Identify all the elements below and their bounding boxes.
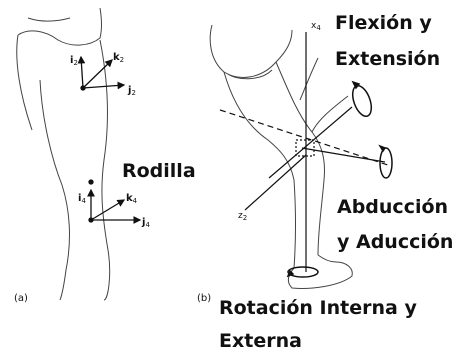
flexion-rotation-ellipse: [349, 82, 375, 119]
leg-outline-a: [17, 8, 110, 300]
rotation-label-line2: Externa: [219, 330, 302, 352]
internal-rotation-ellipse: [288, 267, 318, 277]
flexion-label-line2: Extensión: [335, 48, 440, 70]
knee-i-axis-label: i4: [78, 188, 86, 205]
panel-b-label: (b): [197, 293, 211, 304]
hip-k-axis-label: k2: [113, 47, 124, 64]
knee-j-axis-label: j4: [142, 212, 150, 229]
leg-outline-b: [210, 25, 352, 289]
x4-axis-label: x4: [311, 22, 321, 32]
knee-label: Rodilla: [122, 160, 196, 182]
flexion-label-line1: Flexión y: [335, 12, 432, 34]
panel-a-label: (a): [14, 293, 28, 304]
rotation-label-line1: Rotación Interna y: [219, 297, 417, 319]
abduction-label-line1: Abducción: [337, 196, 448, 218]
abduction-label-line2: y Aducción: [337, 231, 453, 253]
hip-i-axis-label: i2: [70, 50, 78, 67]
knee-k-axis-label: k4: [126, 188, 137, 205]
z2-axis-label: z2: [238, 212, 247, 222]
hip-j-axis-label: j2: [128, 80, 136, 97]
